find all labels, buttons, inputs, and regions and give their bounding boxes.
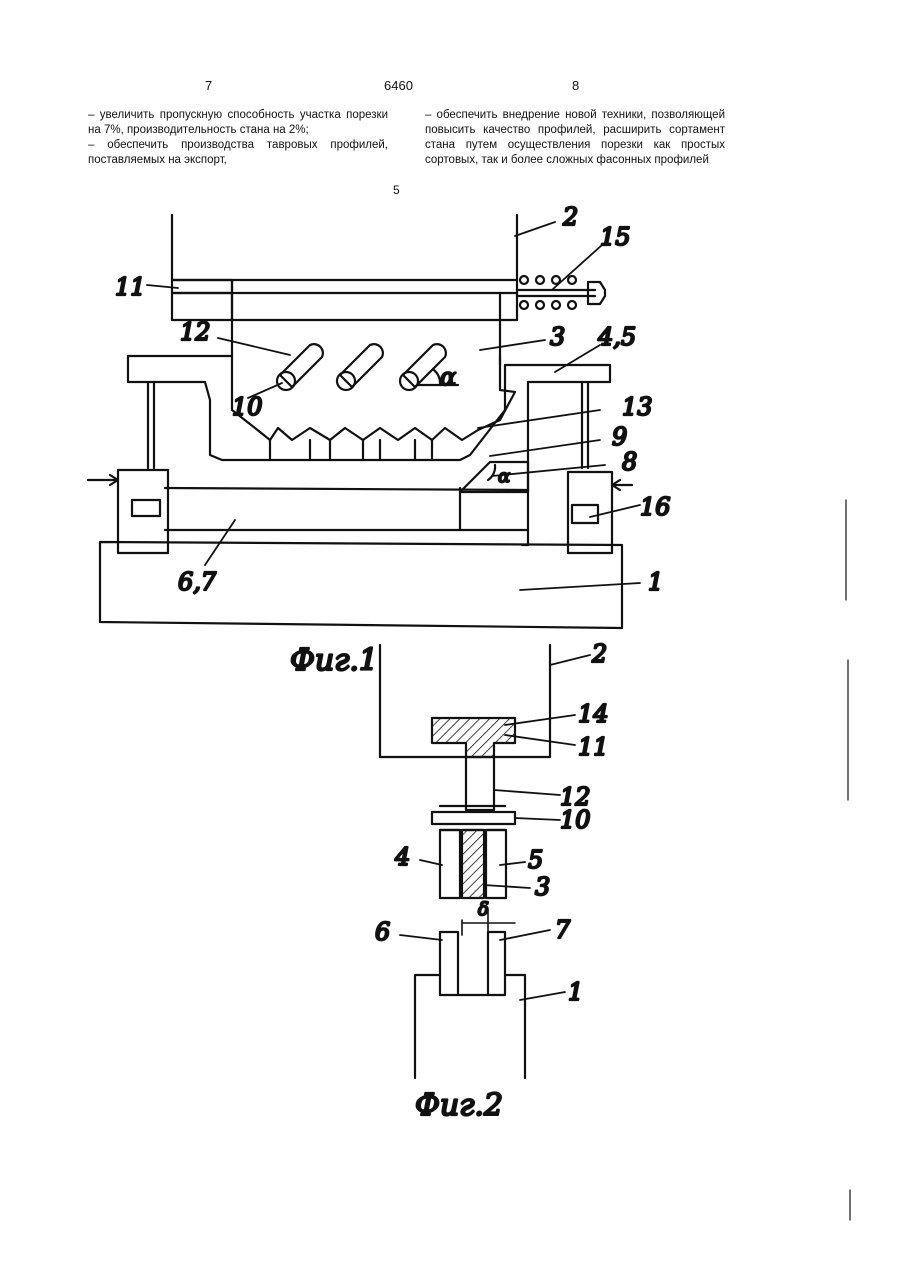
fig1-leaders	[147, 222, 640, 590]
fig2-label-5: 5	[528, 846, 543, 874]
fig1-left-cylinder	[88, 382, 168, 553]
fig2-label-6: 6	[375, 918, 390, 946]
fig2-blades	[440, 932, 505, 995]
fig1-label-15: 15	[600, 223, 631, 251]
fig2-drawing: 2 14 11 12 10 4 5 3 δ 6 7 1 Фиг.2	[375, 640, 609, 1123]
fig2-label-11: 11	[578, 733, 609, 761]
scan-edge-marks	[846, 500, 850, 1220]
fig2-stem	[466, 757, 494, 810]
fig1-label-16: 16	[640, 493, 671, 521]
fig2-knife-3	[462, 830, 484, 898]
fig1-angle-arc	[488, 465, 495, 480]
fig1-label-2: 2	[562, 203, 578, 231]
fig1-label-13: 13	[622, 393, 653, 421]
fig2-knife-4	[440, 830, 460, 898]
fig1-knife-8	[460, 462, 528, 492]
fig1-teeth	[270, 440, 432, 460]
fig1-label-10: 10	[232, 393, 263, 421]
fig1-label-6-7: 6,7	[178, 568, 217, 596]
fig2-pin	[432, 812, 515, 824]
fig2-label-14: 14	[578, 700, 609, 728]
fig2-caption: Фиг.2	[415, 1088, 503, 1123]
fig1-alpha-lower: α	[498, 466, 510, 487]
fig1-label-11: 11	[115, 273, 146, 301]
fig1-alpha-upper: α	[440, 363, 456, 391]
fig2-label-delta: δ	[478, 899, 489, 920]
fig2-label-10: 10	[560, 806, 591, 834]
fig1-slide-bar	[165, 488, 528, 530]
fig2-label-1: 1	[568, 978, 583, 1006]
fig2-label-4: 4	[394, 843, 410, 871]
fig2-label-2: 2	[591, 640, 607, 668]
fig2-base	[415, 975, 525, 1078]
fig1-drawing: 2 15 11 12 3 4,5 10 13 9 8 16 6,7 1 α α …	[88, 203, 671, 678]
fig1-label-12: 12	[180, 318, 211, 346]
fig1-label-8: 8	[622, 448, 637, 476]
fig2-holder	[432, 718, 515, 757]
fig1-frame	[128, 356, 610, 545]
fig1-holder	[172, 280, 232, 293]
fig1-pins	[277, 344, 458, 390]
fig1-label-1: 1	[648, 568, 663, 596]
fig1-label-3: 3	[550, 323, 565, 351]
fig2-label-7: 7	[555, 916, 571, 944]
fig1-ram	[172, 215, 517, 320]
fig1-label-9: 9	[612, 423, 627, 451]
fig2-label-3: 3	[535, 873, 550, 901]
fig1-caption: Фиг.1	[290, 643, 378, 678]
fig1-label-4-5: 4,5	[597, 323, 636, 351]
